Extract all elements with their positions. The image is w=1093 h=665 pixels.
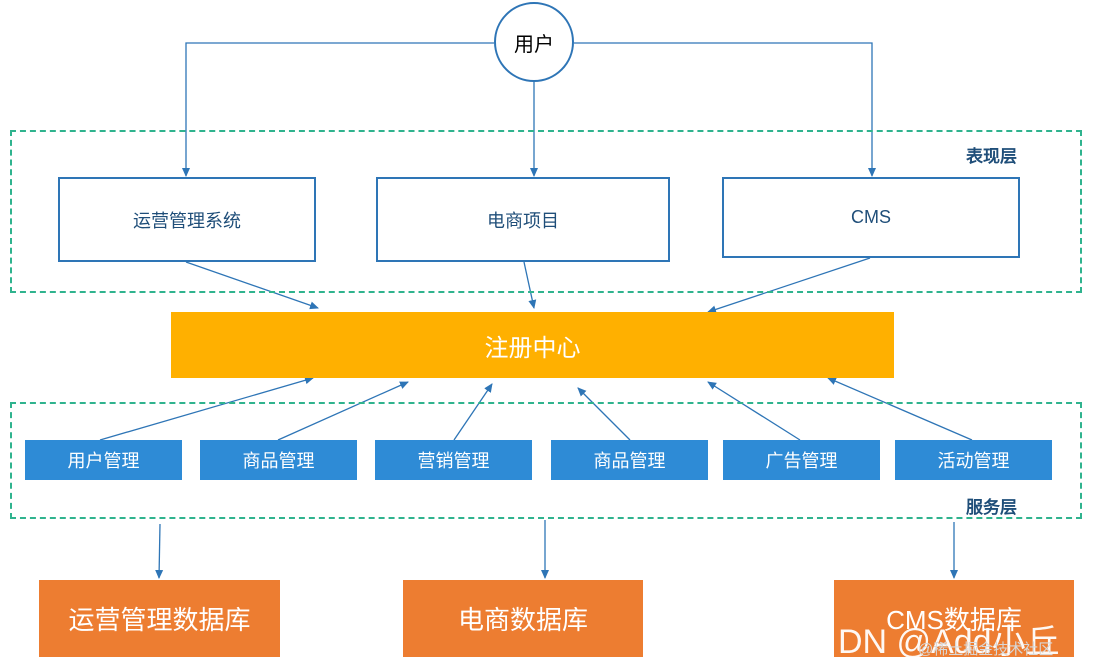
service-user-management: 用户管理 — [25, 440, 182, 480]
svc5-to-registry-arrow — [707, 381, 801, 441]
service-label: 用户管理 — [67, 451, 140, 471]
db-cms: CMS数据库 — [834, 580, 1074, 657]
service-label: 商品管理 — [593, 451, 666, 471]
registry-label: 注册中心 — [484, 334, 581, 362]
ops-to-registry-arrow — [185, 261, 319, 310]
db-ops-management: 运营管理数据库 — [39, 580, 280, 657]
db-ecommerce: 电商数据库 — [403, 580, 643, 657]
db-label: 运营管理数据库 — [68, 605, 251, 635]
service-label: 商品管理 — [242, 451, 315, 471]
watermark-sub: @稀土掘金技术社区 — [918, 641, 1054, 658]
service-layer-title: 服务层 — [966, 498, 1017, 517]
service-label: 营销管理 — [417, 451, 490, 471]
app-label: 电商项目 — [487, 210, 559, 231]
app-label: CMS — [851, 207, 891, 227]
registry-center: 注册中心 — [171, 312, 894, 378]
service-activity-management: 活动管理 — [895, 440, 1052, 480]
service-layer — [10, 402, 1082, 519]
service-marketing-management: 营销管理 — [375, 440, 532, 480]
user-label: 用户 — [514, 33, 554, 56]
presentation-layer-title: 表现层 — [966, 147, 1017, 166]
app-label: 运营管理系统 — [133, 210, 241, 231]
presentation-layer — [10, 130, 1082, 293]
service-product-management: 商品管理 — [200, 440, 357, 480]
db-label: 电商数据库 — [457, 605, 588, 635]
svc4-to-registry-arrow — [577, 387, 631, 441]
svc-to-opsdb-arrow — [155, 523, 164, 579]
db-label: CMS数据库 — [886, 605, 1022, 635]
app-ops-management: 运营管理系统 — [58, 177, 316, 262]
cms-to-registry-arrow — [707, 257, 871, 314]
user-node: 用户 — [494, 2, 574, 82]
svc1-to-registry-arrow — [99, 376, 314, 441]
service-product-management-2: 商品管理 — [551, 440, 708, 480]
service-ad-management: 广告管理 — [723, 440, 880, 480]
ecom-to-registry-arrow — [523, 261, 537, 309]
app-cms: CMS — [722, 177, 1020, 258]
service-label: 活动管理 — [937, 451, 1010, 471]
svc6-to-registry-arrow — [827, 377, 973, 441]
app-ecommerce: 电商项目 — [376, 177, 670, 262]
svc3-to-registry-arrow — [453, 383, 493, 441]
watermark: DN @Add小丘 — [838, 623, 1060, 661]
service-label: 广告管理 — [765, 451, 838, 471]
svc2-to-registry-arrow — [277, 381, 409, 441]
